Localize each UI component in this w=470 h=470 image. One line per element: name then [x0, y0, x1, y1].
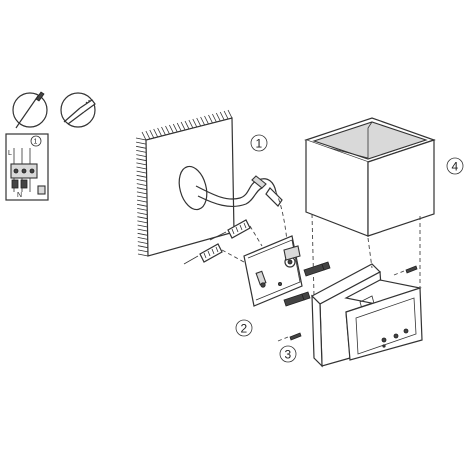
alignment-guides	[311, 213, 421, 297]
supply-cables	[195, 175, 289, 253]
wiring-panel: 1 L N	[5, 133, 49, 201]
terminal-label-l: L	[8, 150, 12, 157]
lamp-body	[311, 263, 423, 368]
screw-upper	[303, 261, 331, 277]
wiring-step-label: 1	[34, 139, 38, 146]
mounting-plate	[243, 235, 303, 307]
wire-stripper-tool-icon	[60, 92, 96, 128]
step-label-3: 3	[279, 345, 297, 363]
step-label-1: 1	[250, 134, 268, 152]
set-screw-left	[277, 332, 302, 342]
svg-text:3: 3	[285, 348, 292, 362]
wall-section	[135, 109, 235, 257]
terminal-label-n: N	[17, 192, 22, 199]
screwdriver-tool-icon	[12, 91, 48, 129]
cube-shade	[304, 117, 436, 237]
wall-plug-lower	[183, 243, 223, 265]
screw-lower	[283, 291, 311, 307]
step-label-4: 4	[446, 157, 464, 175]
svg-text:4: 4	[452, 160, 459, 174]
svg-text:1: 1	[256, 137, 263, 151]
svg-text:2: 2	[241, 322, 248, 336]
wall-plug-upper	[209, 219, 251, 241]
step-label-2: 2	[235, 319, 253, 337]
set-screw-right	[393, 265, 418, 276]
